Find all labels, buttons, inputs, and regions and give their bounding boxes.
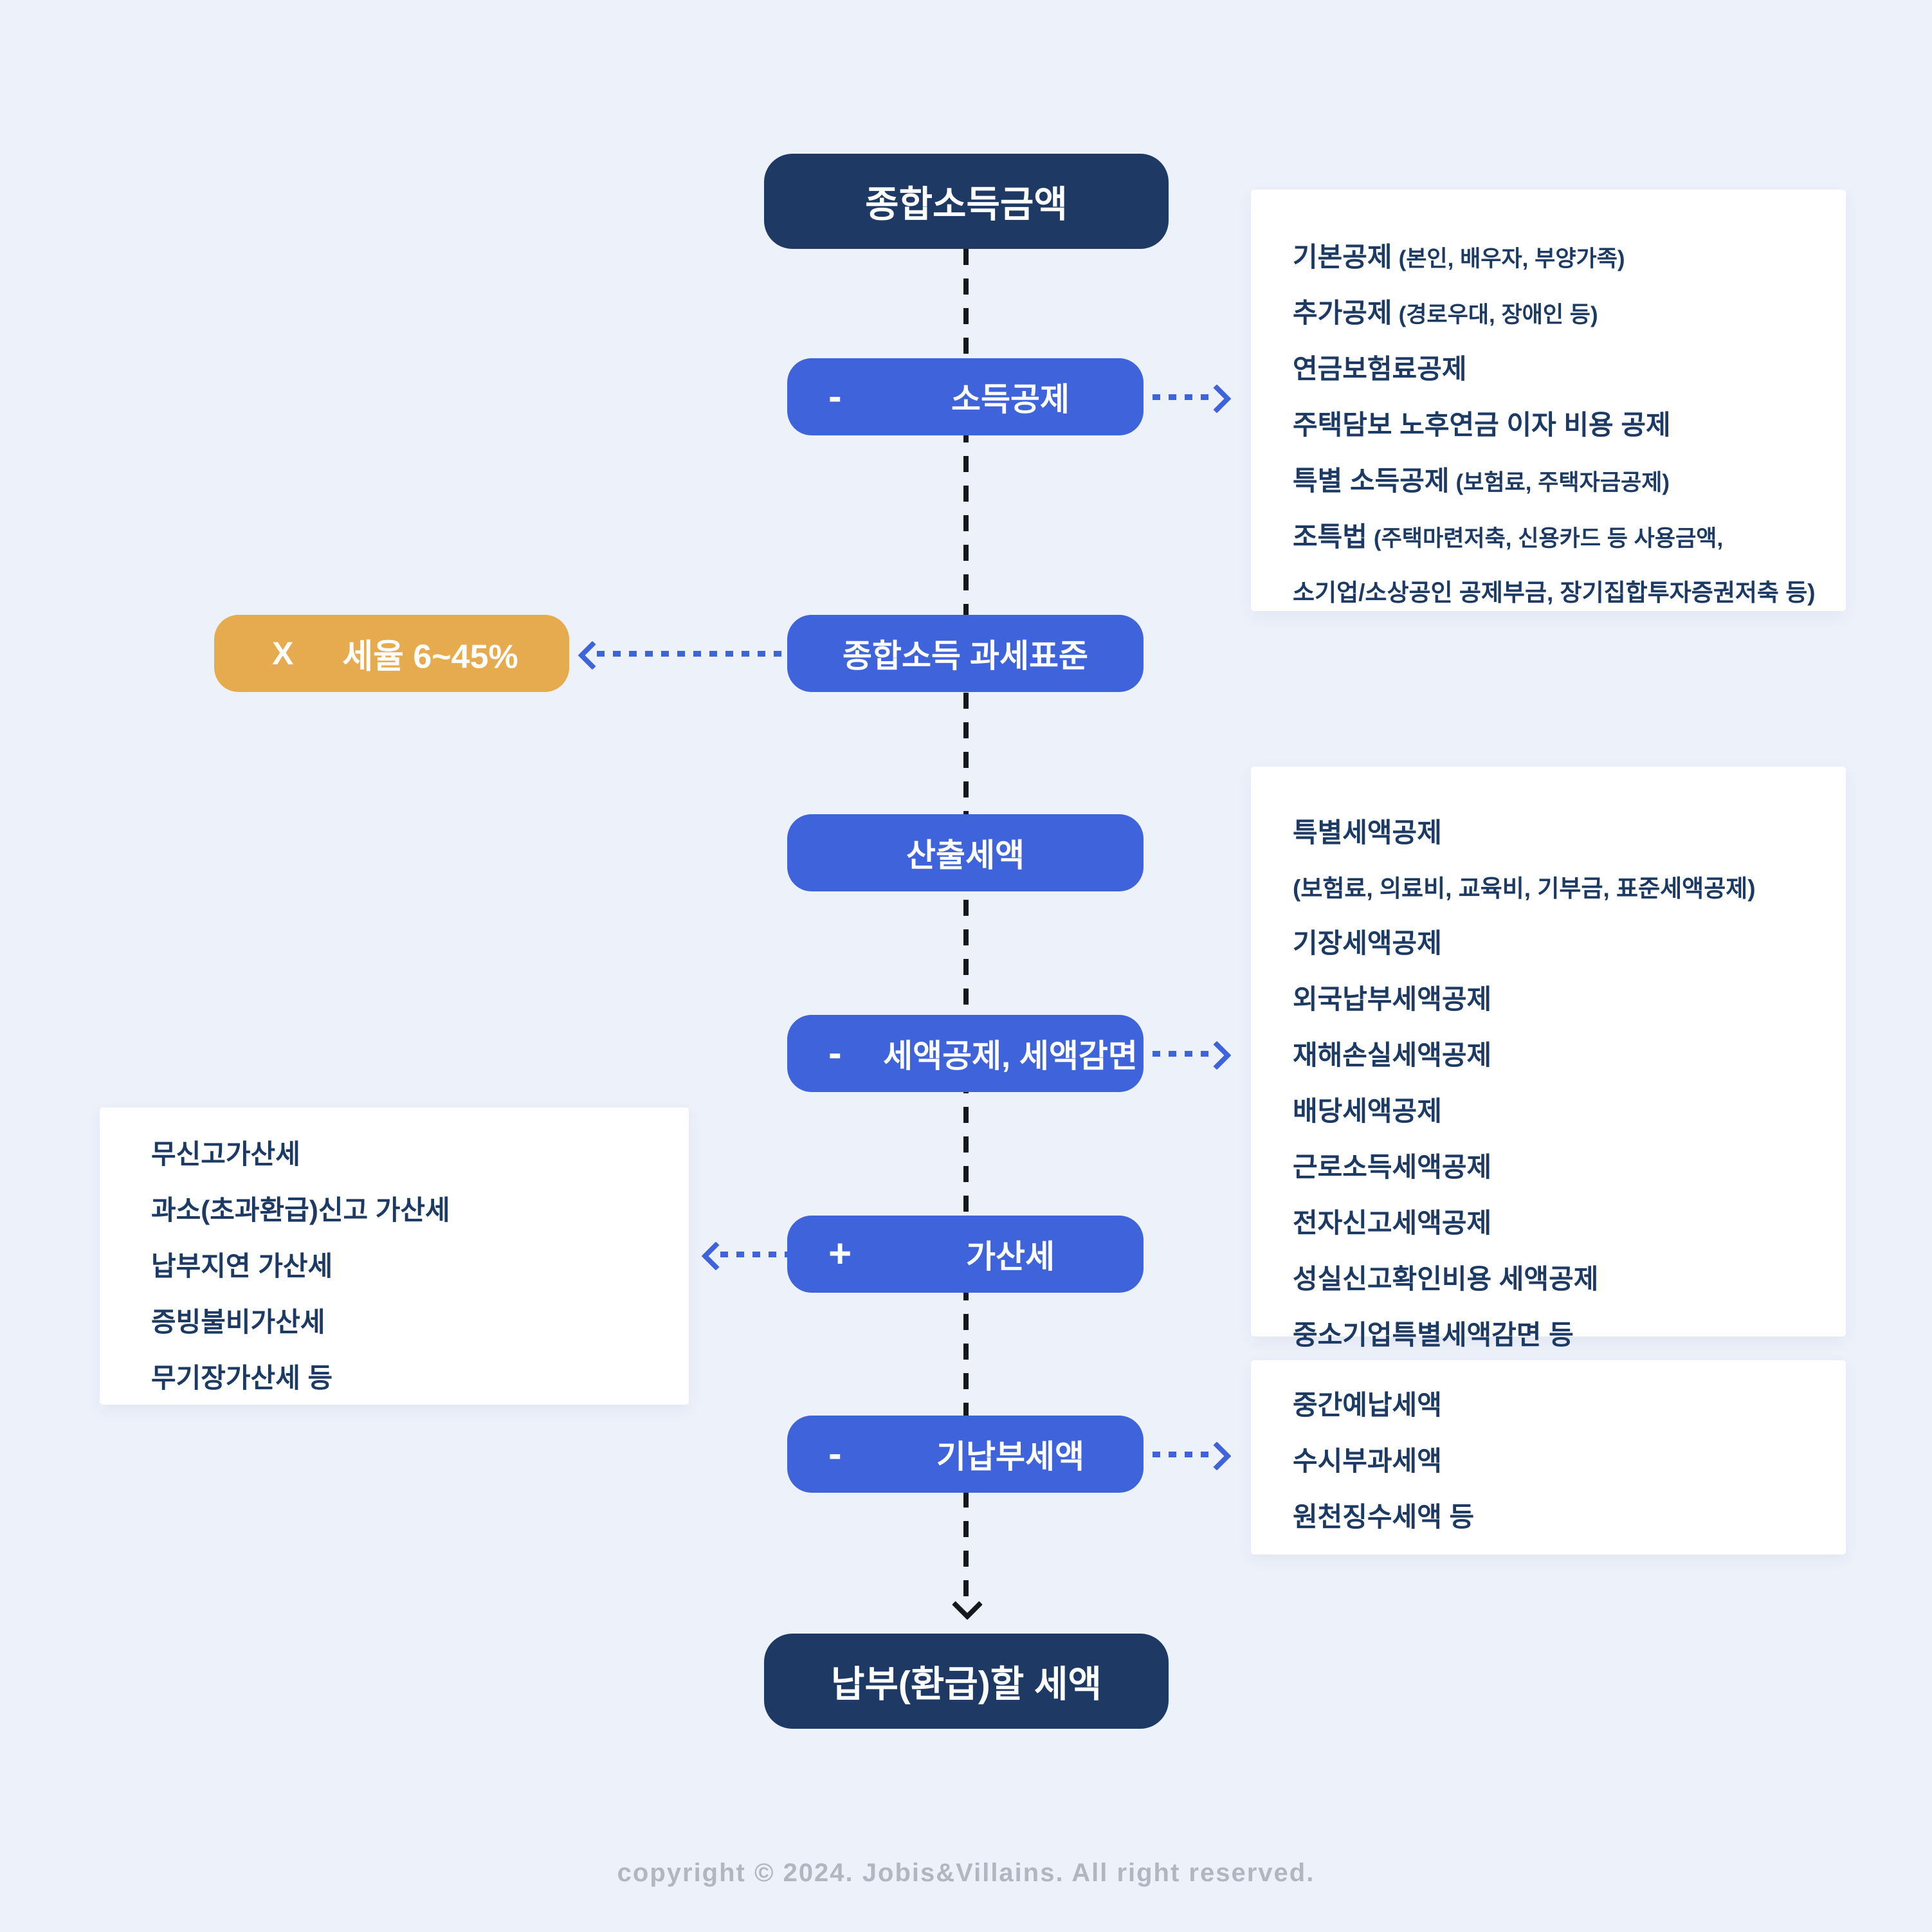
panel-line-main: 특별 소득공제 <box>1293 466 1450 496</box>
panel-line-paren: (주택마련저축, 신용카드 등 사용금액, <box>1373 526 1724 551</box>
panel-line: 중소기업특별세액감면 등 <box>1293 1310 1846 1366</box>
arrow-right-icon <box>1202 1041 1232 1070</box>
panel-line: 배당세액공제 <box>1293 1086 1846 1142</box>
flow-node-tax-credit: - 세액공제, 세액감면 <box>787 1015 1144 1092</box>
panel-line-main: 무신고가산세 <box>151 1139 300 1169</box>
flow-node-label: 소득공제 <box>951 381 1070 417</box>
panel-line: (보험료, 의료비, 교육비, 기부금, 표준세액공제) <box>1293 864 1846 918</box>
panel-line: 근로소득세액공제 <box>1293 1142 1846 1198</box>
panel-line-paren: (본인, 배우자, 부양가족) <box>1398 246 1625 271</box>
copyright-text: copyright © 2024. Jobis&Villains. All ri… <box>617 1859 1315 1887</box>
panel-line: 외국납부세액공제 <box>1293 974 1846 1030</box>
connector-tax-rate <box>597 651 787 657</box>
connector-prepaid <box>1153 1452 1212 1457</box>
panel-line: 중간예납세액 <box>1293 1380 1846 1436</box>
panel-line-paren: (경로우대, 장애인 등) <box>1398 302 1598 327</box>
minus-operator: - <box>828 374 842 419</box>
flow-spine-dashed-line <box>963 249 969 1599</box>
panel-line-main: 전자신고세액공제 <box>1293 1208 1492 1238</box>
minus-operator: - <box>828 1432 842 1476</box>
panel-line-main: 납부지연 가산세 <box>151 1251 333 1281</box>
panel-line: 무기장가산세 등 <box>151 1353 689 1409</box>
panel-line: 재해손실세액공제 <box>1293 1030 1846 1086</box>
panel-line-main: 연금보험료공제 <box>1293 354 1467 384</box>
flow-node-label: 기납부세액 <box>936 1439 1084 1475</box>
arrow-left-icon <box>701 1241 731 1271</box>
panel-line: 추가공제(경로우대, 장애인 등) <box>1293 288 1846 344</box>
arrow-left-icon <box>578 641 607 670</box>
flow-node-prepaid-tax: - 기납부세액 <box>787 1416 1144 1493</box>
panel-line-main: 특별세액공제 <box>1293 817 1442 848</box>
flow-node-label: 종합소득 과세표준 <box>843 638 1088 674</box>
panel-line-main: 배당세액공제 <box>1293 1096 1442 1126</box>
flow-node-label: 종합소득금액 <box>865 184 1068 225</box>
flow-node-total-income: 종합소득금액 <box>764 154 1169 249</box>
panel-line: 납부지연 가산세 <box>151 1241 689 1297</box>
flow-node-tax-base: 종합소득 과세표준 <box>787 615 1144 692</box>
panel-line-paren: (보험료, 주택자금공제) <box>1455 470 1670 495</box>
panel-line: 성실신고확인비용 세액공제 <box>1293 1254 1846 1310</box>
panel-line-main: 무기장가산세 등 <box>151 1363 333 1393</box>
panel-line: 연금보험료공제 <box>1293 344 1846 400</box>
panel-line-main: 기장세액공제 <box>1293 928 1442 958</box>
panel-line-main: 증빙불비가산세 <box>151 1307 325 1337</box>
flow-node-income-deduction: - 소득공제 <box>787 358 1144 435</box>
panel-line-main: 중소기업특별세액감면 등 <box>1293 1320 1574 1350</box>
panel-line-main: 수시부과세액 <box>1293 1446 1442 1476</box>
panel-line-main: 외국납부세액공제 <box>1293 984 1492 1014</box>
arrow-right-icon <box>1202 384 1232 414</box>
panel-line-paren: (보험료, 의료비, 교육비, 기부금, 표준세액공제) <box>1293 875 1756 902</box>
panel-line: 무신고가산세 <box>151 1129 689 1185</box>
panel-line: 특별 소득공제(보험료, 주택자금공제) <box>1293 456 1846 512</box>
rate-node-label: 세율 6~45% <box>342 638 518 676</box>
panel-line-main: 중간예납세액 <box>1293 1390 1442 1420</box>
panel-line-main: 주택담보 노후연금 이자 비용 공제 <box>1293 410 1671 440</box>
flow-node-final-tax: 납부(환급)할 세액 <box>764 1634 1169 1729</box>
panel-line-main: 추가공제 <box>1293 298 1392 328</box>
panel-tax-credits: 특별세액공제 (보험료, 의료비, 교육비, 기부금, 표준세액공제) 기장세액공제… <box>1251 767 1846 1350</box>
panel-line: 기장세액공제 <box>1293 918 1846 974</box>
panel-line-paren: 소기업/소상공인 공제부금, 장기집합투자증권저축 등) <box>1293 579 1816 606</box>
connector-penalty <box>720 1252 787 1257</box>
panel-line: 기본공제(본인, 배우자, 부양가족) <box>1293 232 1846 288</box>
flow-node-label: 가산세 <box>966 1239 1055 1275</box>
rate-node: X 세율 6~45% <box>214 615 569 692</box>
flow-node-penalty-tax: + 가산세 <box>787 1216 1144 1293</box>
flow-node-calculated-tax: 산출세액 <box>787 814 1144 891</box>
panel-line: 증빙불비가산세 <box>151 1297 689 1353</box>
panel-line: 특별세액공제 <box>1293 808 1846 864</box>
arrow-right-icon <box>1202 1441 1232 1471</box>
panel-income-deductions: 기본공제(본인, 배우자, 부양가족)추가공제(경로우대, 장애인 등)연금보험… <box>1251 190 1846 611</box>
panel-line-main: 조특법 <box>1293 522 1367 552</box>
multiply-operator: X <box>272 635 294 671</box>
flow-node-label: 세액공제, 세액감면 <box>883 1038 1138 1074</box>
panel-line: 주택담보 노후연금 이자 비용 공제 <box>1293 400 1846 456</box>
connector-tax-credit <box>1153 1051 1212 1057</box>
panel-line: 조특법(주택마련저축, 신용카드 등 사용금액, <box>1293 512 1846 568</box>
panel-line-main: 성실신고확인비용 세액공제 <box>1293 1264 1599 1294</box>
panel-line-main: 과소(초과환급)신고 가산세 <box>151 1195 450 1225</box>
panel-line: 과소(초과환급)신고 가산세 <box>151 1185 689 1241</box>
panel-line-main: 원천징수세액 등 <box>1293 1502 1475 1532</box>
panel-line: 전자신고세액공제 <box>1293 1198 1846 1254</box>
arrow-down-icon <box>951 1589 983 1621</box>
panel-line-main: 기본공제 <box>1293 242 1392 272</box>
flow-node-label: 산출세액 <box>906 837 1025 873</box>
panel-line-main: 재해손실세액공제 <box>1293 1040 1492 1070</box>
panel-line-main: 근로소득세액공제 <box>1293 1152 1492 1182</box>
connector-income-deduction <box>1153 394 1212 400</box>
panel-line: 수시부과세액 <box>1293 1436 1846 1492</box>
minus-operator: - <box>828 1031 842 1075</box>
panel-line: 원천징수세액 등 <box>1293 1492 1846 1548</box>
flow-node-label: 납부(환급)할 세액 <box>831 1664 1102 1705</box>
plus-operator: + <box>828 1232 852 1276</box>
panel-line: 소기업/소상공인 공제부금, 장기집합투자증권저축 등) <box>1293 568 1846 623</box>
